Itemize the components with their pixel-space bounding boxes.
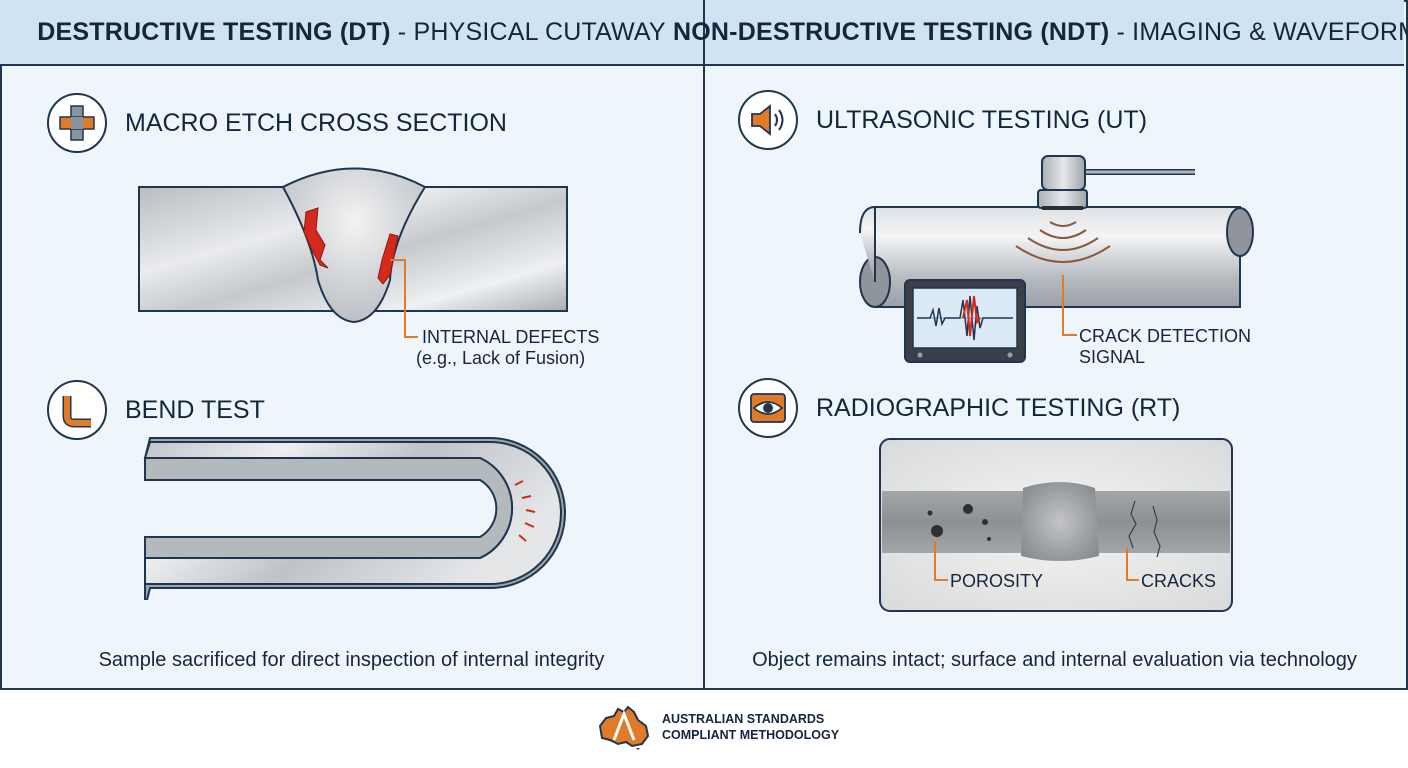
destructive-testing-panel: DESTRUCTIVE TESTING (DT) - PHYSICAL CUTA… [0, 0, 703, 686]
panel-divider [703, 0, 705, 688]
ultrasonic-illustration [859, 155, 1254, 363]
speaker-icon [738, 90, 798, 150]
lack-of-fusion-left [303, 207, 329, 269]
eye-icon [738, 378, 798, 438]
crack-detection-label: CRACK DETECTION [1079, 326, 1252, 346]
footer-line-1: AUSTRALIAN STANDARDS [662, 712, 825, 726]
lack-of-fusion-right [377, 233, 399, 285]
signal-leader-line [1062, 275, 1077, 336]
footer-text: AUSTRALIAN STANDARDS COMPLIANT METHODOLO… [662, 711, 839, 743]
dt-header-subtitle: - PHYSICAL CUTAWAY [397, 17, 666, 46]
dt-header-title: DESTRUCTIVE TESTING (DT) [37, 17, 391, 46]
ultrasonic-title: ULTRASONIC TESTING (UT) [816, 105, 1148, 134]
surface-cracks [514, 480, 536, 542]
porosity-dots [927, 504, 991, 541]
weld-bead [281, 167, 427, 324]
ultrasonic-waves [1015, 221, 1111, 263]
lack-of-fusion-label: (e.g., Lack of Fusion) [416, 348, 586, 368]
bend-icon [47, 380, 107, 440]
radiograph-illustration [879, 438, 1233, 612]
non-destructive-testing-panel: NON-DESTRUCTIVE TESTING (NDT) - IMAGING … [673, 0, 1408, 686]
bend-test-illustration [143, 437, 566, 600]
signal-label: SIGNAL [1079, 347, 1146, 367]
ndt-header: NON-DESTRUCTIVE TESTING (NDT) - IMAGING … [673, 0, 1408, 66]
ndt-caption: Object remains intact; surface and inter… [752, 649, 1357, 671]
radiographic-heading: RADIOGRAPHIC TESTING (RT) [738, 378, 1180, 438]
ultrasonic-heading: ULTRASONIC TESTING (UT) [738, 90, 1147, 150]
radiographic-title: RADIOGRAPHIC TESTING (RT) [816, 393, 1181, 422]
bend-test-title: BEND TEST [125, 395, 265, 424]
dt-caption: Sample sacrificed for direct inspection … [98, 649, 605, 671]
ndt-header-subtitle: - IMAGING & WAVEFORMS [1116, 17, 1408, 46]
macro-etch-illustration [138, 167, 568, 338]
porosity-label: POROSITY [950, 571, 1044, 591]
footer-badge: AUSTRALIAN STANDARDS COMPLIANT METHODOLO… [596, 704, 839, 750]
footer-line-2: COMPLIANT METHODOLOGY [662, 728, 840, 742]
cracks-label: CRACKS [1141, 571, 1217, 591]
australia-map-logo [598, 705, 650, 750]
dt-header: DESTRUCTIVE TESTING (DT) - PHYSICAL CUTA… [0, 0, 703, 66]
ndt-header-title: NON-DESTRUCTIVE TESTING (NDT) [673, 17, 1110, 46]
defect-leader-line [390, 259, 418, 338]
crack-lines [1128, 500, 1161, 558]
internal-defects-label: INTERNAL DEFECTS [422, 327, 600, 347]
macro-etch-title: MACRO ETCH CROSS SECTION [125, 108, 507, 137]
macro-etch-heading: MACRO ETCH CROSS SECTION [47, 93, 507, 153]
bend-test-heading: BEND TEST [47, 380, 265, 440]
cross-joint-icon [47, 93, 107, 153]
